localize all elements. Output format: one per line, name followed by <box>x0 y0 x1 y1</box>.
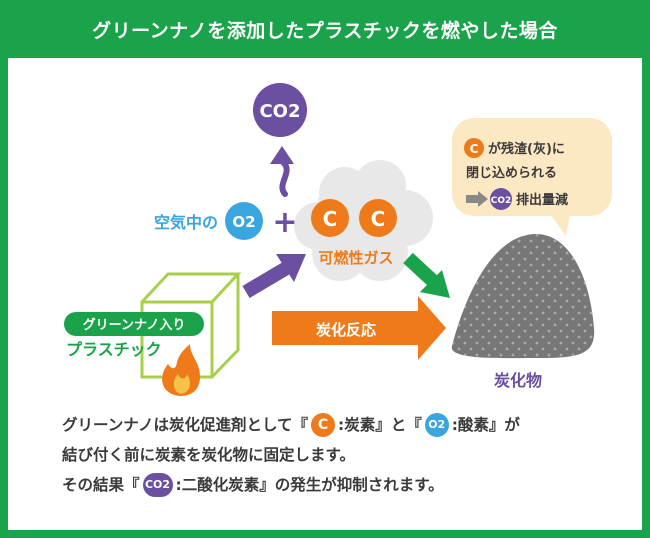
svg-text:が残渣(灰)に: が残渣(灰)に <box>488 141 565 157</box>
co2-chip: CO2 <box>142 473 173 497</box>
gas-cloud <box>294 160 433 281</box>
header-title: グリーンナノを添加したプラスチックを燃やした場合 <box>0 0 650 58</box>
svg-text:C: C <box>371 207 386 231</box>
svg-text:閉じ込められる: 閉じ込められる <box>466 165 557 181</box>
arrow-to-gas <box>242 254 306 299</box>
svg-text:CO2: CO2 <box>491 196 512 206</box>
caption-line-3: その結果『 CO2 :二酸化炭素』の発生が抑制されます。 <box>62 470 622 500</box>
caption: グリーンナノは炭化促進剤として『 C :炭素』と『 O2 :酸素』が 結び付く前… <box>62 410 622 500</box>
caption-line-1: グリーンナノは炭化促進剤として『 C :炭素』と『 O2 :酸素』が <box>62 410 622 440</box>
caption-line-2: 結び付く前に炭素を炭化物に固定します。 <box>62 446 355 464</box>
co2-molecule: CO2 <box>253 83 307 137</box>
oxygen-chip: O2 <box>424 413 449 437</box>
plus-sign: + <box>272 205 297 240</box>
co2-label: CO2 <box>259 101 300 122</box>
flammable-gas-label: 可燃性ガス <box>318 249 393 267</box>
svg-text:C: C <box>323 207 338 231</box>
o2-label: O2 <box>232 213 255 231</box>
carbon-atom: C <box>359 199 397 237</box>
carbon-chip: C <box>311 413 335 437</box>
rising-arrow <box>270 146 294 197</box>
svg-text:排出量減: 排出量減 <box>516 192 568 208</box>
carbon-atom: C <box>311 199 349 237</box>
plastic-tag: グリーンナノ入り <box>64 312 204 336</box>
svg-text:グリーンナノ入り: グリーンナノ入り <box>83 317 186 333</box>
air-label: 空気中の <box>154 213 218 232</box>
carbonization-label: 炭化反応 <box>316 321 376 339</box>
diagram: CO2 C C 可燃性ガス 空気中の O2 + <box>64 83 612 396</box>
speech-bubble: C が残渣(灰)に 閉じ込められる CO2 排出量減 <box>452 118 612 236</box>
plastic-label: プラスチック <box>66 340 162 359</box>
carbonization-arrow: 炭化反応 <box>272 296 446 360</box>
char-label: 炭化物 <box>494 371 542 390</box>
arrow-to-char <box>403 252 450 298</box>
oxygen-molecule: O2 <box>225 202 263 240</box>
flame-icon <box>162 344 200 396</box>
svg-text:C: C <box>470 142 479 156</box>
